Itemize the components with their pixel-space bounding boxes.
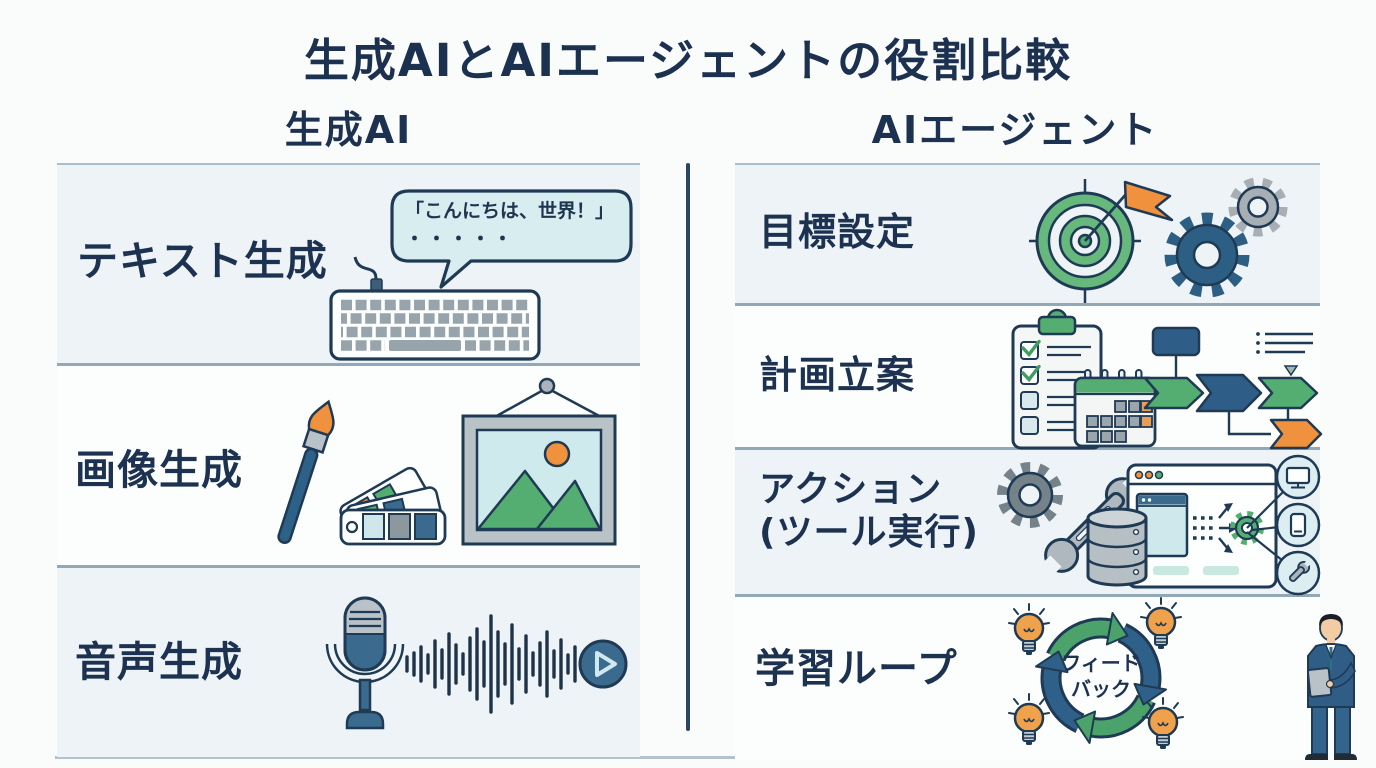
keyboard-icon [329,256,541,361]
speech-bubble [390,189,633,289]
row-image-generation: 画像生成 [57,366,640,568]
row-text-generation: テキスト生成 「こんにちは、世界！」 ・・・・・ [57,163,640,366]
microphone-icon [325,596,405,730]
color-swatches-icon [339,466,447,546]
calendar-icon [1073,369,1157,448]
play-button-icon [578,639,628,689]
target-flag-icon [1029,179,1174,303]
row-action-tool-execution: アクション (ツール実行) [735,450,1321,597]
row-label: 音声生成 [75,638,243,686]
lightbulb-icon [1008,693,1050,745]
row-label: 目標設定 [759,210,916,254]
row-audio-generation: 音声生成 [57,568,640,757]
gears-icon [1164,177,1288,298]
row-learning-loop: 学習ループ フィード バック [735,597,1357,760]
lightbulb-icon [1142,697,1184,749]
feedback-loop-text: フィード バック [1061,651,1141,701]
picture-frame-icon [461,377,617,546]
column-header-aiagent: AIエージェント [871,108,1159,152]
speech-bubble-text: 「こんにちは、世界！」 ・・・・・ [405,200,615,250]
person-with-tablet-icon [1305,614,1357,760]
row-planning: 計画立案 [735,306,1323,450]
row-label-line1: アクション [759,469,943,510]
device-circles [1275,454,1321,596]
column-divider [686,163,690,731]
row-label: 学習ループ [755,646,958,692]
database-icon [1086,507,1148,587]
flowchart-icon [1143,326,1323,450]
waveform-icon [405,614,584,714]
paintbrush-icon [277,399,335,545]
bottom-rule [55,756,1320,759]
gear-icon [997,462,1063,528]
page-title: 生成AIとAIエージェントの役割比較 [303,34,1073,87]
lightbulb-icon [1008,603,1050,655]
feedback-loop-icon [1035,612,1167,744]
row-label: 計画立案 [759,353,916,397]
column-header-genai: 生成AI [284,108,413,152]
row-label-line2: (ツール実行) [759,512,979,554]
lightbulb-icon [1140,597,1182,649]
row-label: 画像生成 [75,446,243,494]
row-label: テキスト生成 [77,237,328,285]
row-goal-setting: 目標設定 [735,163,1320,306]
